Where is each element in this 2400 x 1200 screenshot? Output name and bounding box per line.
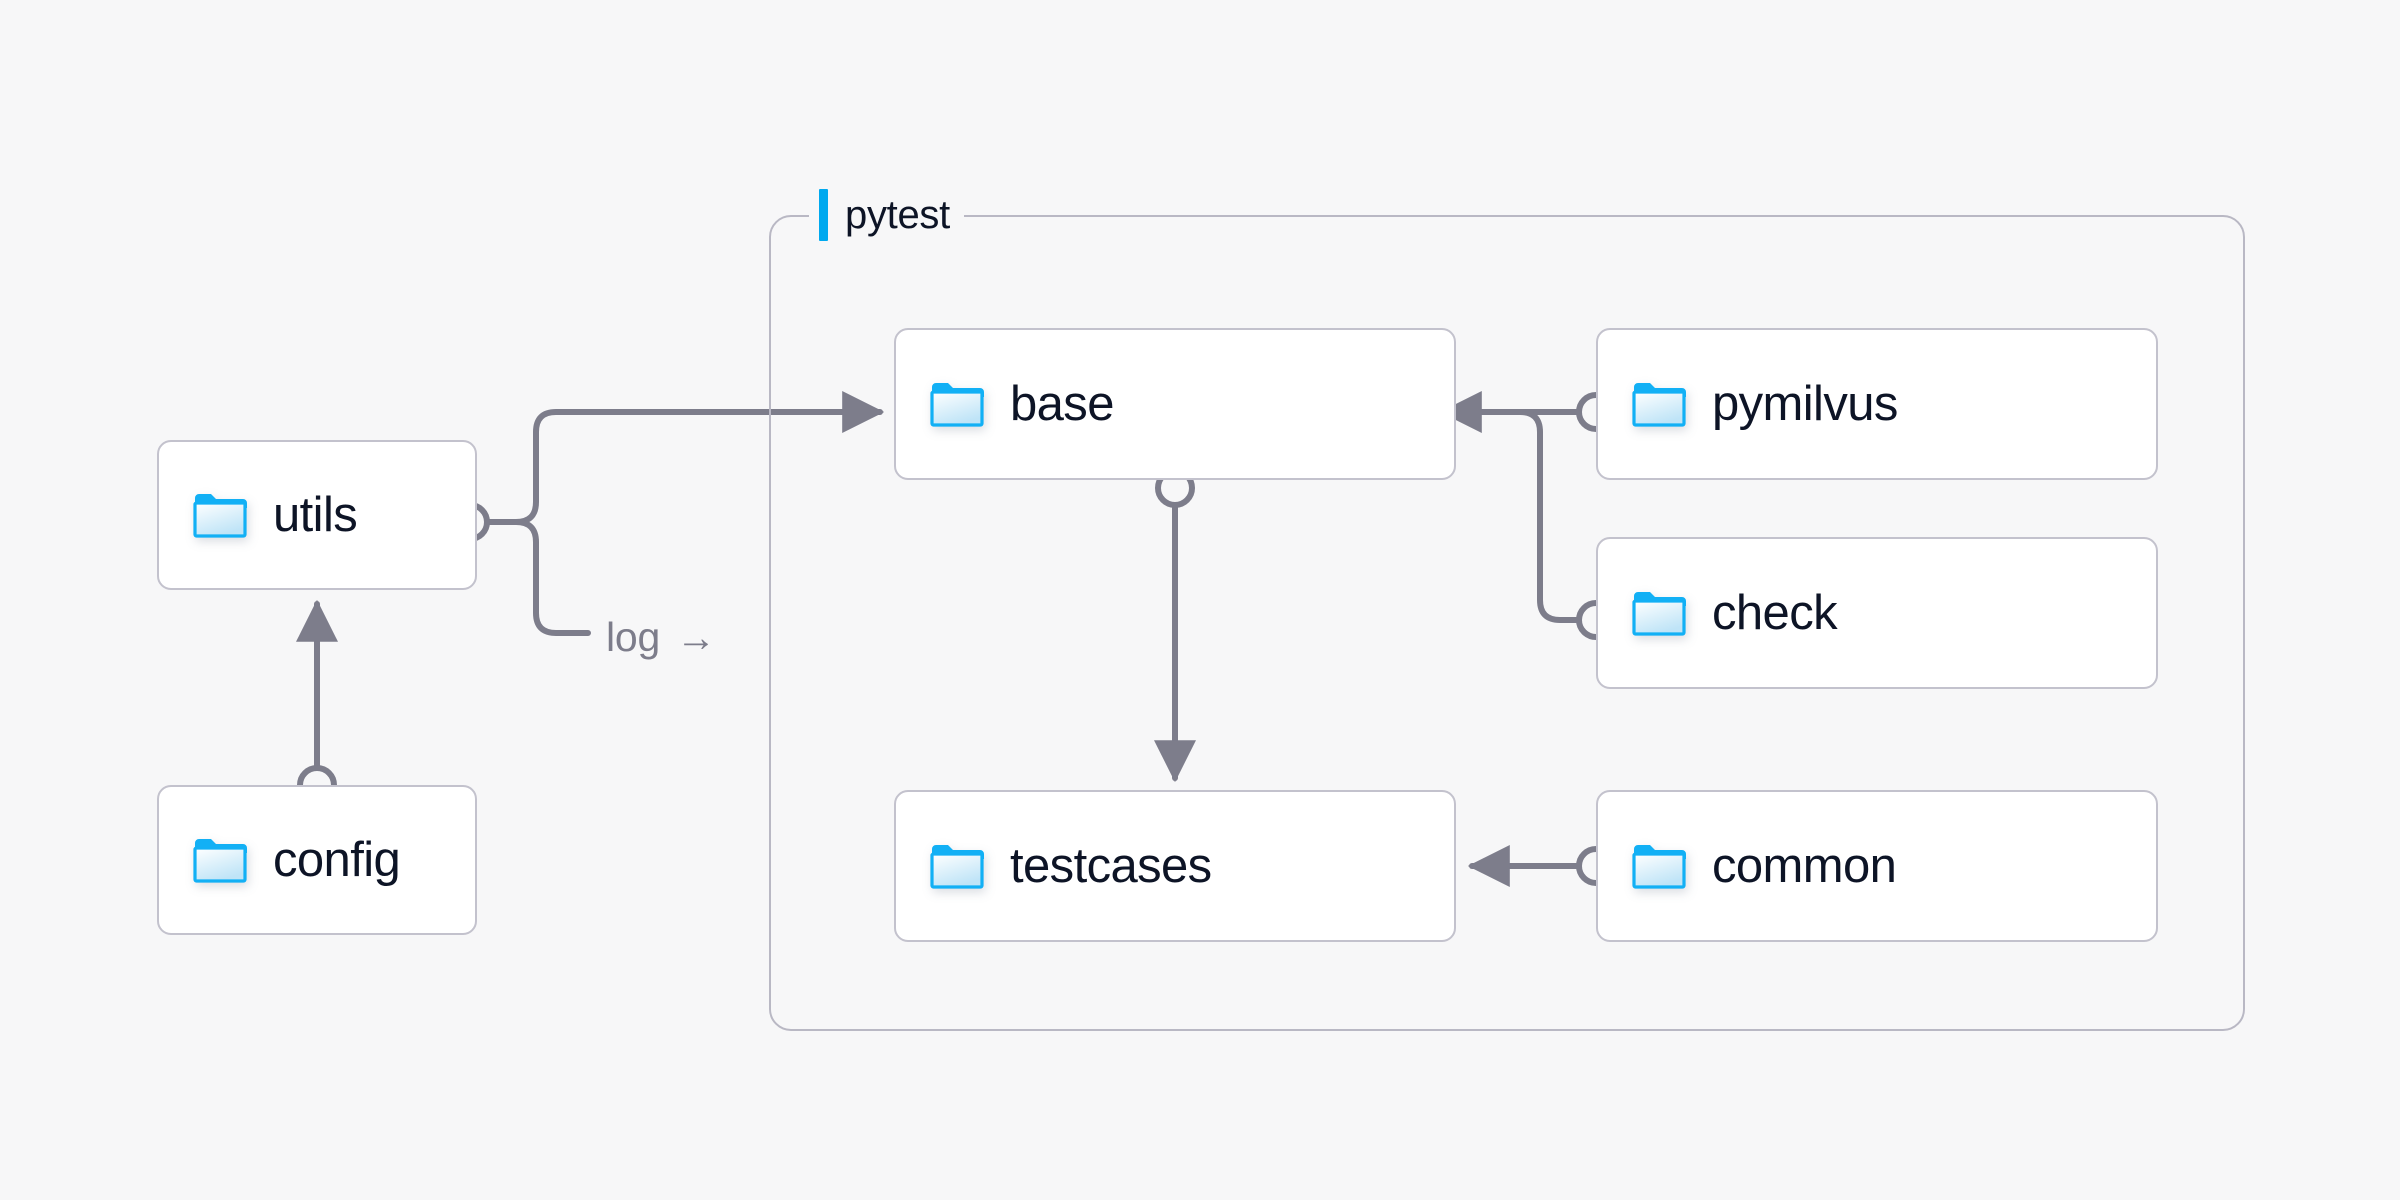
group-label-text: pytest [845, 193, 950, 237]
node-common[interactable]: common [1596, 790, 2158, 942]
edge-label-log: log → [600, 615, 722, 660]
folder-icon [930, 843, 984, 889]
node-utils[interactable]: utils [157, 440, 477, 590]
node-label: base [1010, 376, 1114, 431]
edge-label-text: log [606, 614, 661, 660]
node-config[interactable]: config [157, 785, 477, 935]
group-label-pytest: pytest [809, 188, 964, 242]
node-label: pymilvus [1712, 376, 1898, 431]
arrow-right-icon: → [676, 615, 716, 660]
node-label: testcases [1010, 838, 1212, 893]
node-label: config [273, 832, 401, 887]
node-label: check [1712, 585, 1838, 640]
edge-utils-to-log [487, 519, 591, 636]
folder-icon [930, 381, 984, 427]
folder-icon [193, 492, 247, 538]
node-pymilvus[interactable]: pymilvus [1596, 328, 2158, 480]
node-testcases[interactable]: testcases [894, 790, 1456, 942]
node-check[interactable]: check [1596, 537, 2158, 689]
folder-icon [1632, 843, 1686, 889]
node-label: utils [273, 487, 358, 542]
folder-icon [1632, 381, 1686, 427]
folder-icon [1632, 590, 1686, 636]
node-label: common [1712, 838, 1897, 893]
group-container-pytest[interactable] [769, 215, 2245, 1031]
accent-bar-icon [819, 189, 828, 241]
node-base[interactable]: base [894, 328, 1456, 480]
folder-icon [193, 837, 247, 883]
